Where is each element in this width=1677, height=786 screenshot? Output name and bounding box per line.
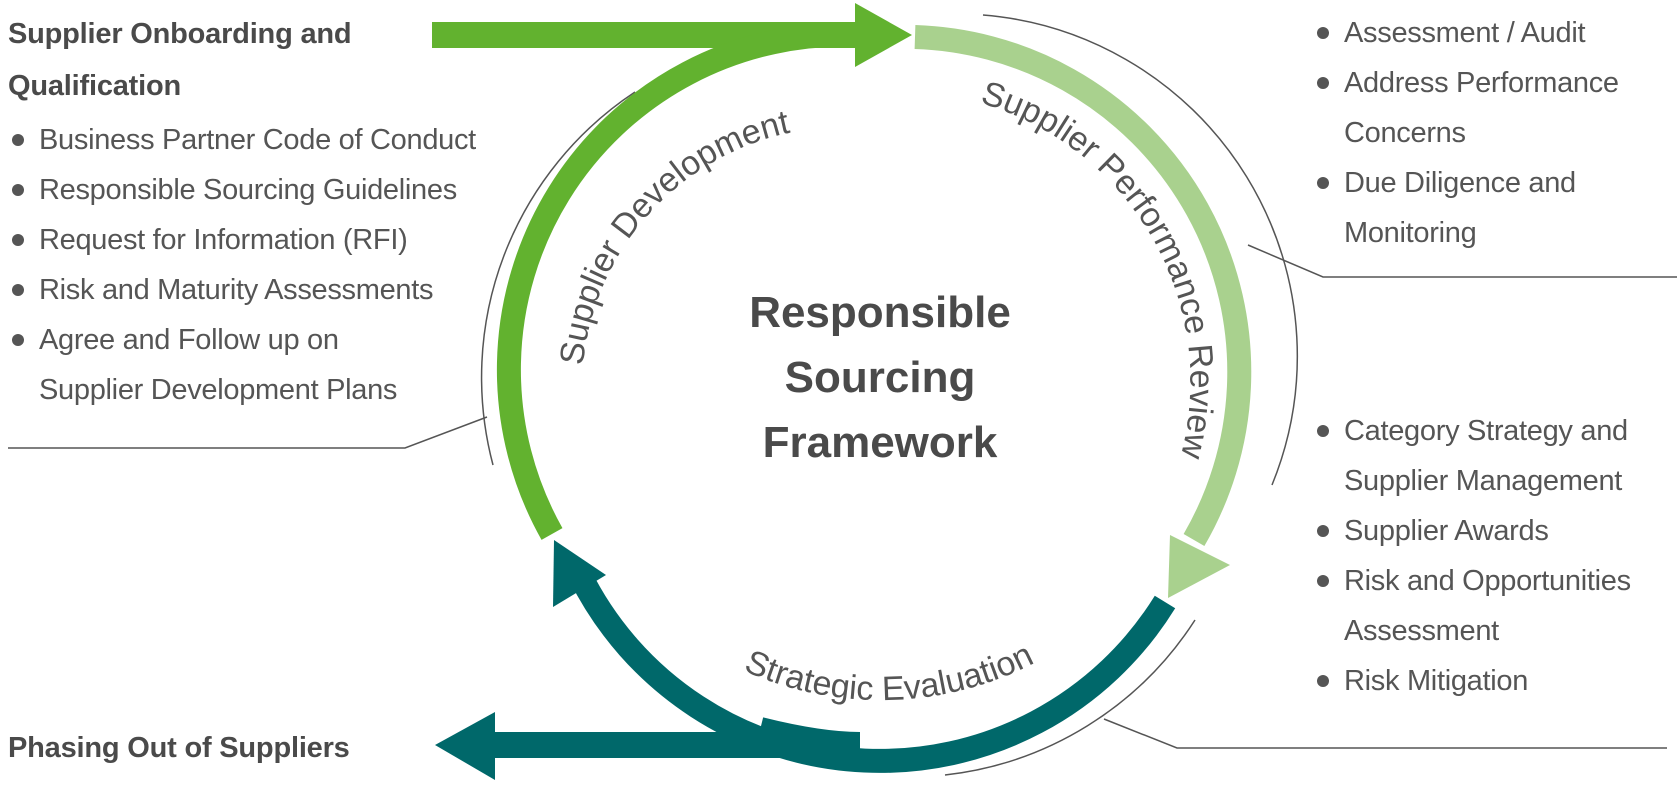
bullet-dot	[1317, 425, 1329, 437]
center-title-line-3: Framework	[762, 418, 998, 467]
center-title: Responsible Sourcing Framework	[690, 280, 1070, 475]
bullet-dot	[12, 334, 24, 346]
center-title-line-1: Responsible	[749, 288, 1011, 337]
strategic-evaluation-arrow	[435, 540, 1176, 780]
bullet-dot	[12, 234, 24, 246]
leader-line-onboarding	[8, 416, 488, 449]
leader-line-evaluation	[1103, 718, 1667, 749]
performance-item: Assessment / Audit	[1313, 8, 1619, 58]
outer-ring-left	[480, 91, 636, 466]
evaluation-item: Supplier Awards	[1313, 506, 1631, 556]
bullet-dot	[12, 284, 24, 296]
onboarding-item: Responsible Sourcing Guidelines	[8, 165, 476, 215]
arc-label-strategic-evaluation: Strategic Evaluation	[740, 636, 1039, 709]
onboarding-heading: Supplier Onboarding and Qualification	[8, 8, 352, 112]
bullet-dot	[1317, 575, 1329, 587]
onboarding-heading-line-2: Qualification	[8, 70, 182, 102]
onboarding-item: Business Partner Code of Conduct	[8, 115, 476, 165]
supplier-development-arrow	[432, 3, 912, 540]
onboarding-item: Risk and Maturity Assessments	[8, 265, 476, 315]
bullet-dot	[12, 134, 24, 146]
onboarding-item: Request for Information (RFI)	[8, 215, 476, 265]
supplier-performance-arrow	[914, 25, 1252, 598]
outer-ring-right	[982, 14, 1299, 486]
evaluation-item: Risk Mitigation	[1313, 656, 1631, 706]
phasing-out-heading: Phasing Out of Suppliers	[8, 732, 350, 764]
bullet-dot	[1317, 27, 1329, 39]
center-title-line-2: Sourcing	[784, 353, 976, 402]
leader-line-performance	[1247, 244, 1677, 278]
onboarding-heading-line-1: Supplier Onboarding and	[8, 18, 352, 50]
bullet-dot	[12, 184, 24, 196]
bullet-dot	[1317, 675, 1329, 687]
outer-ring-bottom	[944, 619, 1196, 776]
bullet-dot	[1317, 77, 1329, 89]
bullet-dot	[1317, 177, 1329, 189]
bullet-dot	[1317, 525, 1329, 537]
onboarding-list: Business Partner Code of Conduct Respons…	[8, 115, 476, 415]
